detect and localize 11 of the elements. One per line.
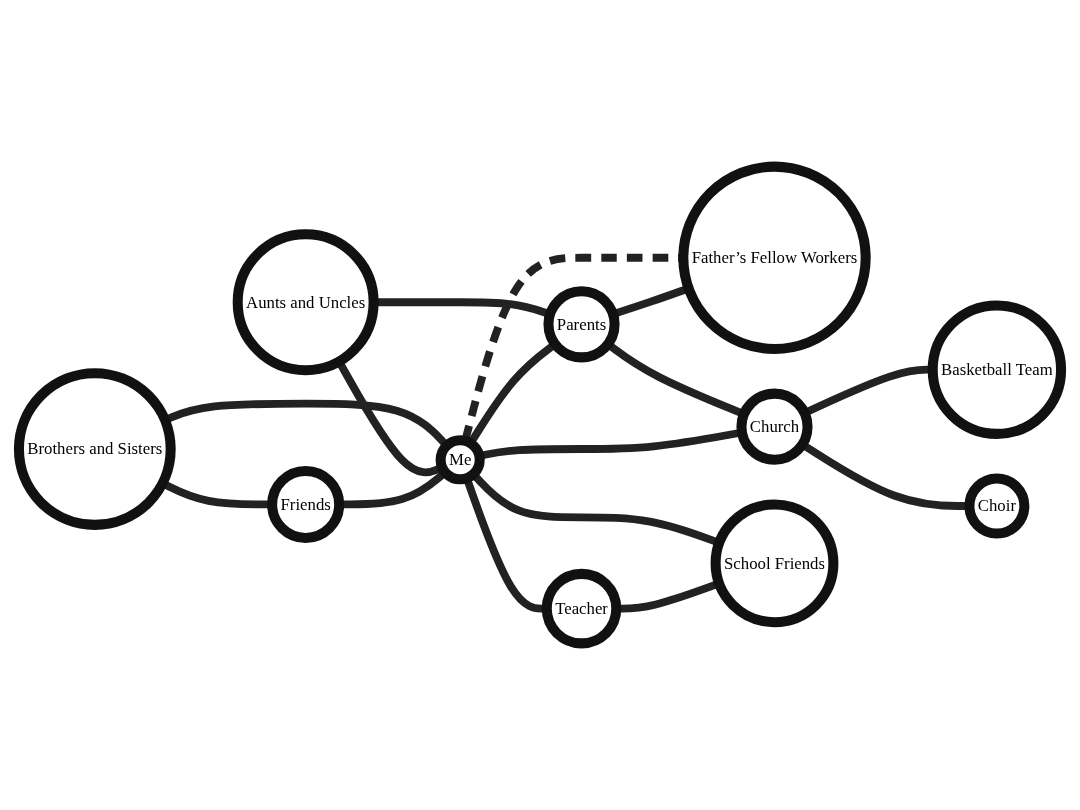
node-circle: Me — [435, 435, 485, 485]
node-circle: Father’s Fellow Workers — [678, 161, 871, 354]
node-circle: Brothers and Sisters — [13, 368, 176, 530]
node-circle: Parents — [543, 286, 620, 363]
node-circle: Basketball Team — [927, 300, 1067, 439]
node-circle: Teacher — [541, 568, 622, 649]
node-circle: Church — [736, 388, 813, 465]
node-circle: Choir — [964, 473, 1030, 539]
node-circle: Aunts and Uncles — [232, 229, 379, 376]
node-circle: Friends — [267, 465, 345, 543]
node-circle: School Friends — [710, 499, 839, 628]
